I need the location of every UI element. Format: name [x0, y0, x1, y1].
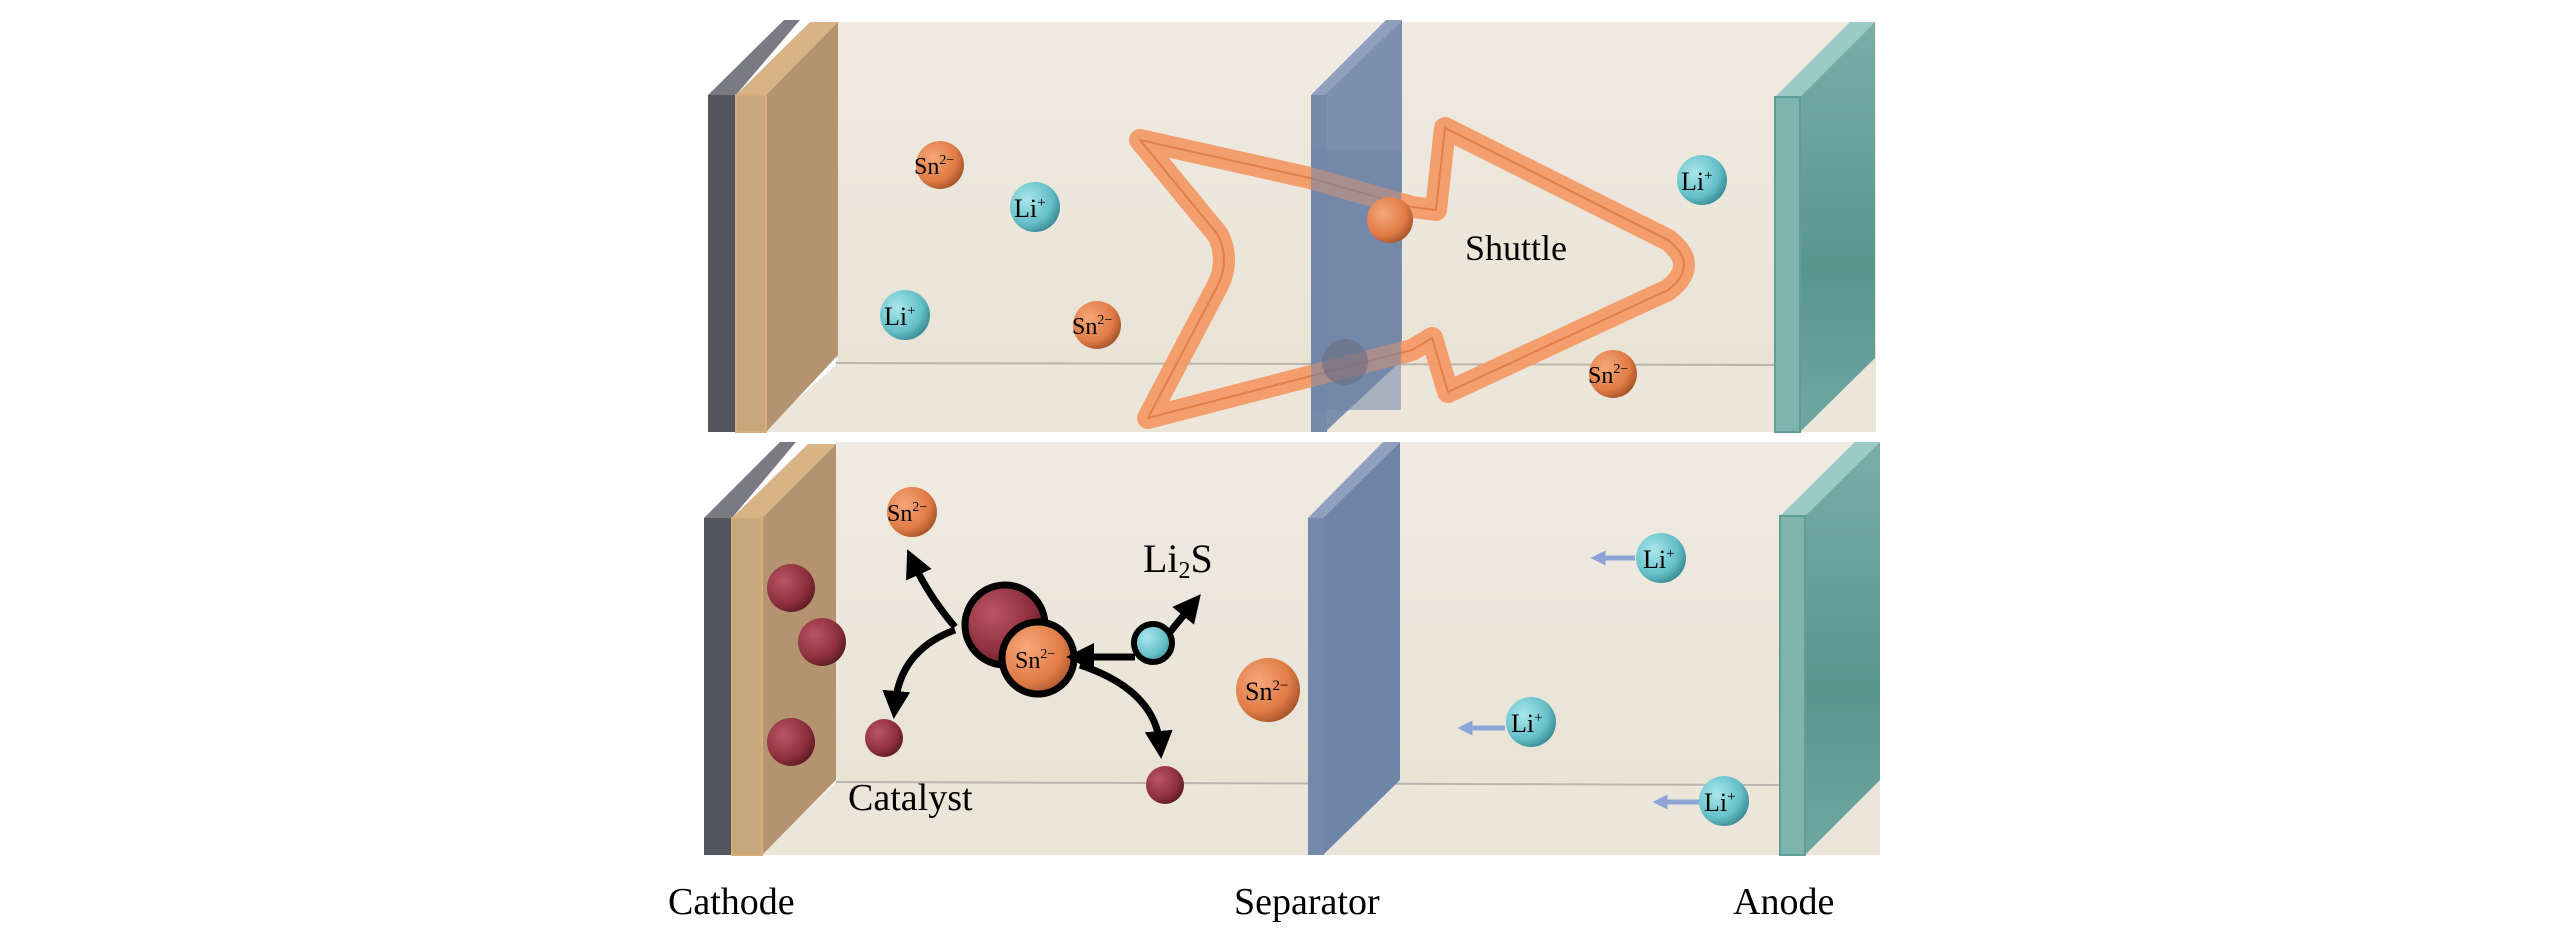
- shuttle-label: Shuttle: [1465, 228, 1567, 268]
- anode-face: [1800, 22, 1875, 432]
- ion-polysulfide: Sn2−: [1072, 301, 1121, 349]
- anode-top: [1775, 22, 1875, 97]
- cathode-collector-top: [708, 20, 800, 95]
- cathode-top: [736, 22, 838, 95]
- ion-lithium: Li+: [880, 290, 930, 340]
- ion-lithium: Li+: [1677, 155, 1727, 205]
- ion-lithium-moving: Li+: [1590, 533, 1686, 583]
- lithium-small: [1131, 621, 1175, 665]
- svg-text:Li+: Li+: [884, 302, 916, 331]
- anode-front: [1774, 96, 1801, 433]
- ion-polysulfide-behind-separator: [1322, 339, 1368, 385]
- svg-text:Li+: Li+: [1704, 788, 1736, 817]
- cathode-label: Cathode: [668, 881, 795, 923]
- li2s-label: Li2S: [1143, 536, 1213, 584]
- top-panel: Shuttle Sn2− Li+ Li+ Sn2− Li+ Sn2−: [708, 20, 1876, 433]
- cathode-face: [766, 22, 838, 432]
- catalyst-particle: [767, 718, 815, 766]
- arrow-to-catalyst-left: [882, 626, 957, 719]
- catalyst-particle: [1146, 766, 1184, 804]
- cathode-collector-top: [704, 442, 796, 518]
- catalyst-particle: [767, 564, 815, 612]
- svg-text:Li+: Li+: [1681, 167, 1713, 196]
- arrow-to-catalyst-right: [1078, 661, 1173, 759]
- catalyst-particle: [865, 719, 903, 757]
- svg-text:Sn2−: Sn2−: [1072, 313, 1112, 340]
- cathode-collector: [704, 518, 732, 855]
- arrow-to-polysulfide: [906, 549, 958, 630]
- ion-lithium-moving: Li+: [1457, 697, 1556, 747]
- ion-polysulfide: Sn2−: [914, 141, 964, 189]
- svg-text:Li+: Li+: [1643, 545, 1675, 574]
- separator-front: [1308, 518, 1324, 855]
- anode-front: [1779, 515, 1806, 856]
- cathode-front: [731, 517, 763, 856]
- anode-face: [1805, 442, 1880, 855]
- ion-polysulfide: Sn2−: [887, 487, 937, 537]
- separator-face: [1323, 442, 1400, 855]
- anode-top: [1780, 442, 1880, 516]
- bottom-panel: Sn2− Li2S Catalyst Sn2− Sn2− Li+ L: [704, 442, 1880, 856]
- cathode-collector: [708, 95, 736, 432]
- ion-polysulfide: Sn2−: [1588, 350, 1637, 398]
- anode-label: Anode: [1733, 881, 1834, 923]
- ion-polysulfide: Sn2−: [1236, 658, 1300, 722]
- polysulfide-adsorbed-label: Sn2−: [1015, 647, 1055, 674]
- cathode-top: [732, 444, 836, 518]
- svg-text:Sn2−: Sn2−: [914, 153, 954, 180]
- separator-top: [1308, 442, 1400, 518]
- ion-lithium-moving: Li+: [1652, 776, 1749, 826]
- arrow-to-li2s: [1167, 594, 1201, 635]
- ion-lithium: Li+: [1010, 182, 1060, 232]
- ion-polysulfide-crossing: [1367, 197, 1413, 243]
- svg-text:Sn2−: Sn2−: [1588, 362, 1628, 389]
- cathode-front: [735, 94, 767, 433]
- svg-text:Li+: Li+: [1511, 709, 1543, 738]
- svg-text:Li+: Li+: [1014, 194, 1046, 223]
- separator-top: [1311, 20, 1402, 95]
- catalyst-label: Catalyst: [848, 777, 973, 819]
- catalyst-particle: [798, 618, 846, 666]
- shuttle-arrow-outline: [1139, 127, 1685, 419]
- svg-text:Sn2−: Sn2−: [887, 500, 927, 527]
- separator-label: Separator: [1234, 881, 1380, 923]
- svg-text:Sn2−: Sn2−: [1245, 677, 1288, 706]
